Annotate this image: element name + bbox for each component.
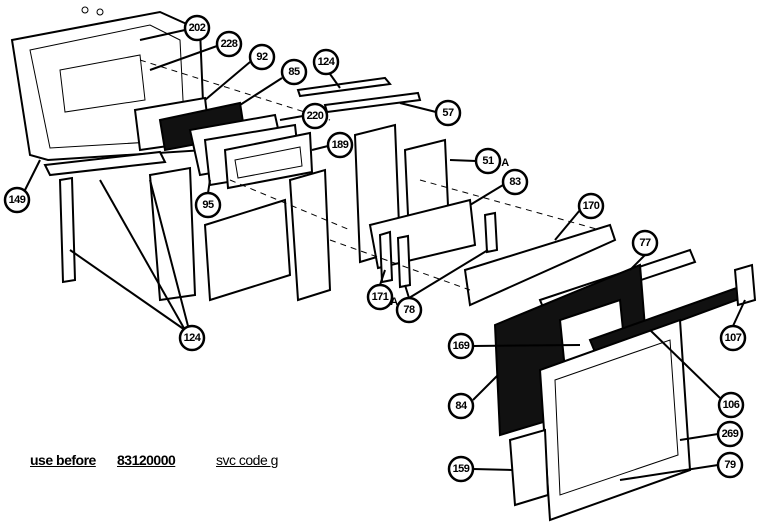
svg-text:124: 124 xyxy=(318,56,336,68)
svg-text:95: 95 xyxy=(202,199,214,211)
callout-170: 170 xyxy=(577,192,605,220)
callout-78: 78 xyxy=(395,296,423,324)
svg-text:149: 149 xyxy=(9,194,26,206)
callout-107: 107 xyxy=(719,324,747,352)
svg-text:106: 106 xyxy=(723,399,740,411)
baffle-plate xyxy=(288,168,332,302)
vent-channel xyxy=(323,91,422,114)
callout-220: 220 xyxy=(301,102,329,130)
callout-106: 106 xyxy=(717,391,745,419)
svg-text:79: 79 xyxy=(724,459,736,471)
panel-83 xyxy=(368,198,477,270)
callout-77: 77 xyxy=(631,229,659,257)
callout-124-top: 124 xyxy=(312,48,340,76)
callout-189: 189 xyxy=(326,131,354,159)
svg-text:85: 85 xyxy=(288,66,300,78)
svg-text:78: 78 xyxy=(403,304,415,316)
callout-84: 84 xyxy=(447,392,475,420)
hinge-bracket-2 xyxy=(396,234,412,289)
callout-169: 169 xyxy=(447,332,475,360)
inner-glass xyxy=(223,131,314,190)
door-rod-left xyxy=(58,176,77,284)
handle-end-cap xyxy=(733,263,757,307)
svg-text:51: 51 xyxy=(482,155,494,167)
hinge-bracket xyxy=(378,230,394,284)
service-code: svc code g xyxy=(216,452,278,468)
svg-text:84: 84 xyxy=(455,400,468,412)
callout-159: 159 xyxy=(447,455,475,483)
channel-170 xyxy=(463,223,617,307)
callout-95: 95 xyxy=(194,191,222,219)
svg-text:169: 169 xyxy=(453,340,470,352)
svg-text:220: 220 xyxy=(307,110,324,122)
svg-text:A: A xyxy=(390,296,398,308)
callout-51a: 51 A xyxy=(474,147,510,175)
callout-85: 85 xyxy=(280,58,308,86)
svg-text:124: 124 xyxy=(184,332,202,344)
svg-text:83: 83 xyxy=(509,176,521,188)
svg-text:57: 57 xyxy=(442,107,454,119)
svg-text:A: A xyxy=(501,157,509,169)
svg-text:92: 92 xyxy=(256,51,268,63)
callout-149: 149 xyxy=(3,186,31,214)
callout-228: 228 xyxy=(215,30,243,58)
svg-text:202: 202 xyxy=(189,22,206,34)
callout-269: 269 xyxy=(716,420,744,448)
svg-text:269: 269 xyxy=(722,428,739,440)
svg-text:228: 228 xyxy=(221,38,238,50)
callout-92: 92 xyxy=(248,43,276,71)
callout-202: 202 xyxy=(183,14,211,42)
svg-text:159: 159 xyxy=(453,463,470,475)
leader-lines xyxy=(24,29,746,481)
serial-number: 83120000 xyxy=(117,452,176,468)
insulation-pad xyxy=(203,198,292,302)
svg-text:77: 77 xyxy=(639,237,651,249)
callout-83: 83 xyxy=(501,168,529,196)
side-liner xyxy=(148,166,197,302)
svg-text:170: 170 xyxy=(583,200,600,212)
svg-text:107: 107 xyxy=(725,332,742,344)
use-before-label: use before xyxy=(30,452,96,468)
kick-panel xyxy=(508,428,550,507)
svg-text:189: 189 xyxy=(332,139,349,151)
svg-text:171: 171 xyxy=(372,291,389,303)
door-strip xyxy=(43,150,167,177)
hinge-bracket-3 xyxy=(483,211,499,254)
callout-57: 57 xyxy=(434,99,462,127)
top-rod xyxy=(296,76,392,98)
callout-79: 79 xyxy=(716,451,744,479)
callout-124-bottom: 124 xyxy=(178,324,206,352)
